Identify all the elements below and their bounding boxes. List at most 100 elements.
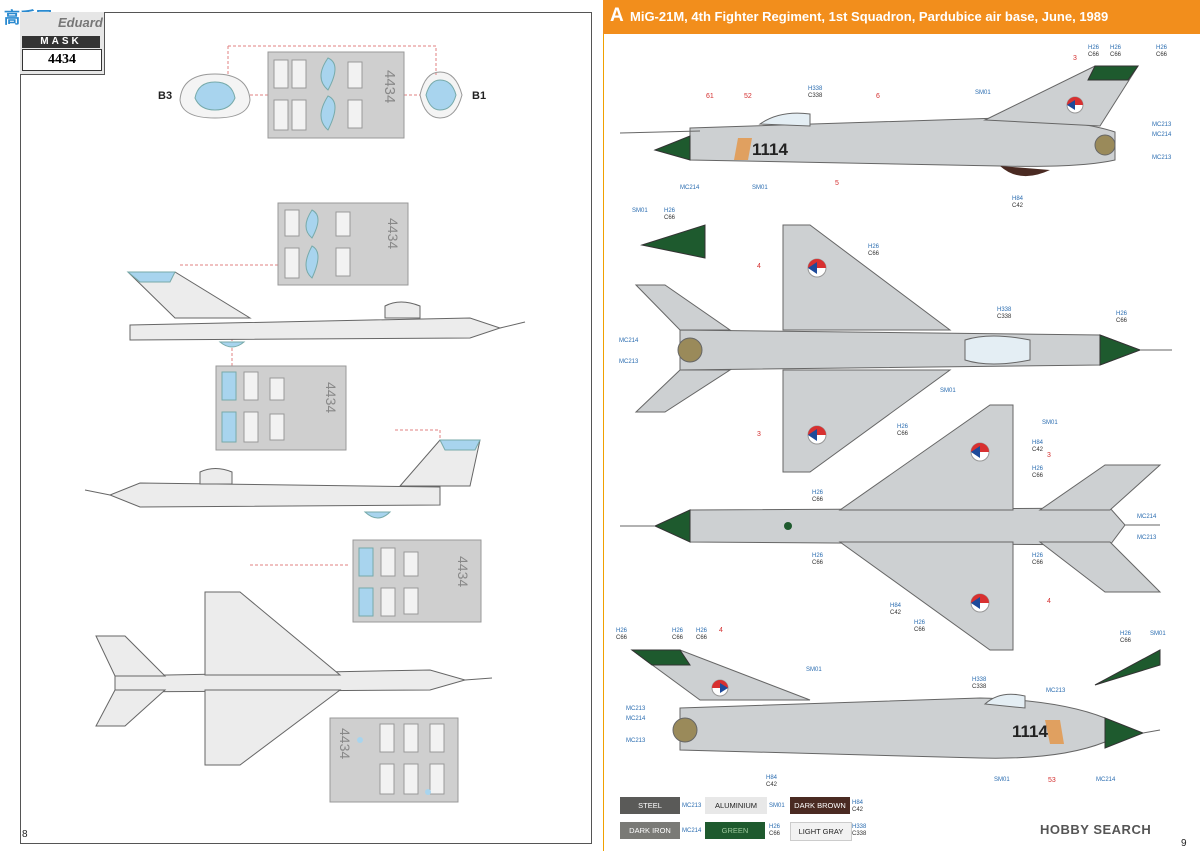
swatch-dark-brown-code1: H84 bbox=[852, 800, 864, 806]
mask-label: MASK bbox=[22, 36, 100, 48]
aircraft-left-side-1 bbox=[126, 271, 526, 348]
callout-sm01-b: SM01 bbox=[752, 185, 768, 191]
swatch-dark-iron-code: MC214 bbox=[682, 828, 702, 834]
callout-side-mc214-b: MC214 bbox=[1096, 777, 1116, 783]
callout-side-mc214: MC214 bbox=[626, 716, 646, 722]
canopy-b1-drawing bbox=[419, 71, 463, 119]
swatch-green-label: GREEN bbox=[721, 826, 749, 835]
left-page-drawings: 4434 4434 4434 4434 4434 bbox=[84, 45, 526, 803]
callout-61: 61 bbox=[706, 93, 714, 100]
mig21-side-view-top bbox=[619, 65, 1139, 177]
callout-sm01-c: SM01 bbox=[632, 208, 648, 214]
callout-h26-b-code: H26 bbox=[1110, 45, 1122, 51]
callout-bottom-c66-a-code: C66 bbox=[897, 431, 909, 437]
callout-bottom-h84-b-code: H84 bbox=[890, 603, 902, 609]
callout-side-sm01-b: SM01 bbox=[806, 667, 822, 673]
callout-top-c66-code: C66 bbox=[868, 251, 880, 257]
callout-bottom-mc213: MC213 bbox=[1137, 535, 1157, 541]
swatch-green-code1: H26 bbox=[769, 824, 781, 830]
callout-side-h26-a-code: H26 bbox=[616, 628, 628, 634]
svg-text:4434: 4434 bbox=[455, 556, 471, 587]
callout-side-h84-code: H84 bbox=[766, 775, 778, 781]
callout-bottom-h84-code: H84 bbox=[1032, 440, 1044, 446]
callout-top-c338-code: C338 bbox=[997, 314, 1012, 320]
callout-top-mc213: MC213 bbox=[619, 359, 639, 365]
svg-text:4434: 4434 bbox=[381, 70, 398, 103]
svg-text:4434: 4434 bbox=[385, 218, 401, 249]
callout-bottom-c66-f-code: C66 bbox=[914, 627, 926, 633]
callout-side-c338-code: C338 bbox=[972, 684, 987, 690]
swatch-light-gray: LIGHT GRAY bbox=[790, 822, 852, 841]
svg-text:4434: 4434 bbox=[323, 382, 339, 413]
tag-b3: B3 bbox=[158, 90, 173, 102]
callout-bottom-c66-e-code: C66 bbox=[1032, 560, 1044, 566]
callout-bottom-h26-f-code: H26 bbox=[914, 620, 926, 626]
nose-cone-detail-1 bbox=[640, 224, 706, 259]
swatch-aluminium-label: ALUMINIUM bbox=[714, 801, 758, 810]
callout-bottom-h26-c-code: H26 bbox=[812, 490, 824, 496]
callout-side-h338-code: H338 bbox=[972, 677, 987, 683]
callout-side-mc213-c: MC213 bbox=[626, 738, 646, 744]
aircraft-left-side-2 bbox=[84, 439, 481, 519]
callout-side-4: 4 bbox=[719, 627, 723, 634]
callout-side-53: 53 bbox=[1048, 777, 1056, 784]
mask-sheet-4: 4434 bbox=[352, 539, 482, 623]
aircraft-number-top: 1114 bbox=[752, 140, 788, 159]
callout-bottom-c66-c-code: C66 bbox=[812, 497, 824, 503]
callout-side-h26-b-code: H26 bbox=[672, 628, 684, 634]
right-page-number: 9 bbox=[1181, 838, 1187, 849]
callout-bottom-c42-b-code: C42 bbox=[890, 610, 902, 616]
callout-c66-a-code: C66 bbox=[1088, 52, 1100, 58]
swatch-dark-iron-label: DARK IRON bbox=[629, 826, 671, 835]
callout-6: 6 bbox=[876, 93, 880, 100]
callout-h26-a-code: H26 bbox=[1088, 45, 1100, 51]
callout-c42-code: C42 bbox=[1012, 203, 1024, 209]
swatch-light-gray-code1: H338 bbox=[852, 824, 867, 830]
callout-mc213-a: MC213 bbox=[1152, 122, 1172, 128]
aircraft-number-bottom: 1114 bbox=[1012, 722, 1048, 741]
mask-sheet-1: 4434 bbox=[267, 51, 405, 139]
callout-3: 3 bbox=[1073, 55, 1077, 62]
swatch-dark-iron: DARK IRON bbox=[620, 822, 680, 839]
swatch-aluminium-code: SM01 bbox=[769, 803, 785, 809]
callout-top-4: 4 bbox=[757, 263, 761, 270]
watermark: HOBBY SEARCH bbox=[1040, 822, 1152, 837]
callout-sm01: SM01 bbox=[975, 90, 991, 96]
callout-h84-code: H84 bbox=[1012, 196, 1024, 202]
callout-top-h338-code: H338 bbox=[997, 307, 1012, 313]
callout-side-mc213-b: MC213 bbox=[626, 706, 646, 712]
callout-bottom-3: 3 bbox=[1047, 452, 1051, 459]
callout-mc214-b: MC214 bbox=[680, 185, 700, 191]
callout-side-c42-code: C42 bbox=[766, 782, 778, 788]
callout-bottom-c66-b-code: C66 bbox=[1032, 473, 1044, 479]
callout-side-mc213-a: MC213 bbox=[1046, 688, 1066, 694]
callout-bottom-h26-a-code: H26 bbox=[897, 424, 909, 430]
callout-h26-c-code: H26 bbox=[1156, 45, 1168, 51]
swatch-steel-code: MC213 bbox=[682, 803, 702, 809]
callout-bottom-4: 4 bbox=[1047, 598, 1051, 605]
callout-bottom-h26-e-code: H26 bbox=[1032, 553, 1044, 559]
profile-letter: A bbox=[610, 5, 624, 26]
swatch-dark-brown-code2: C42 bbox=[852, 807, 864, 813]
left-page-number: 8 bbox=[22, 829, 28, 840]
mig21-top-view bbox=[634, 224, 1172, 473]
swatch-aluminium: ALUMINIUM bbox=[705, 797, 767, 814]
